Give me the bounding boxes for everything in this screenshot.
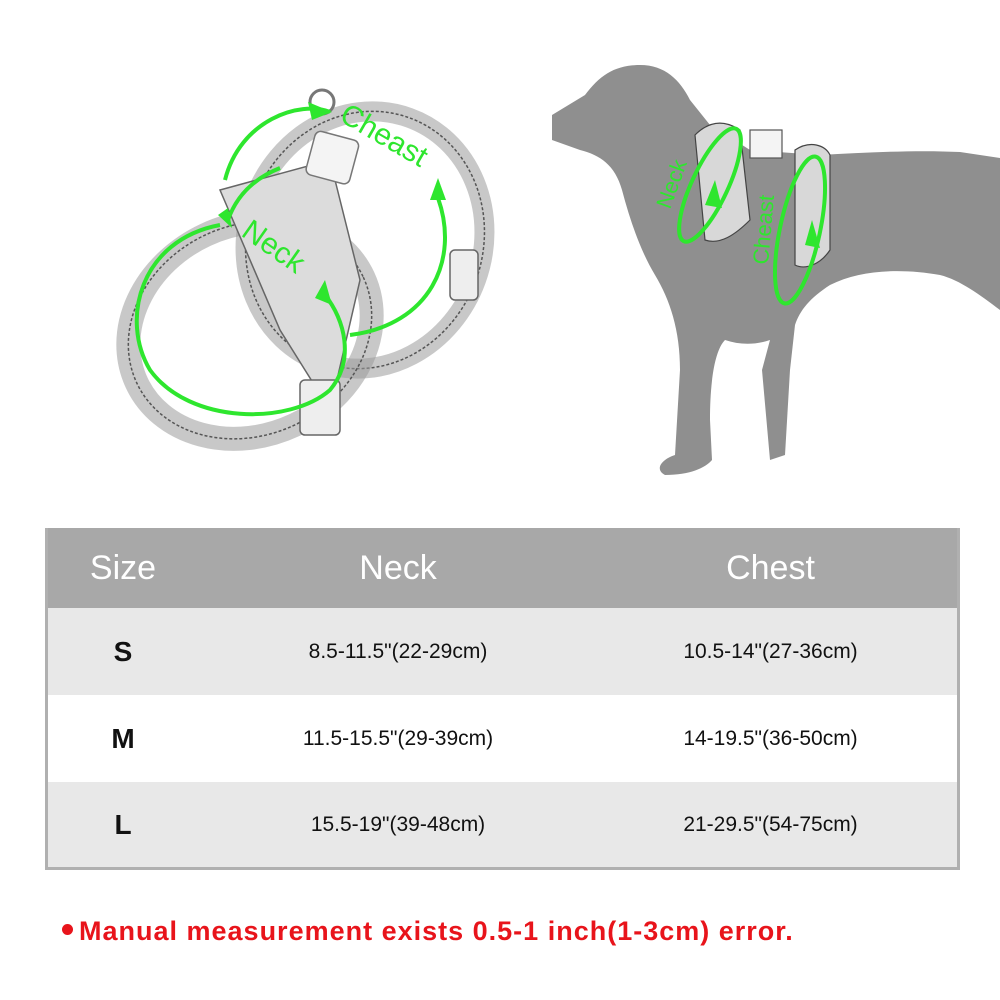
size-cell: S bbox=[113, 635, 133, 667]
arrowhead-icon bbox=[218, 208, 232, 228]
table-header: Size Neck Chest bbox=[48, 528, 957, 608]
measurement-note-text: Manual measurement exists 0.5-1 inch(1-3… bbox=[79, 916, 794, 946]
size-cell: M bbox=[111, 722, 135, 754]
size-table: Size Neck Chest S 8.5-11.5"(22-29cm) 10.… bbox=[45, 528, 960, 870]
dog-chest-measure-arrow bbox=[772, 154, 828, 306]
arrowhead-icon bbox=[315, 280, 332, 305]
measurement-note: Manual measurement exists 0.5-1 inch(1-3… bbox=[62, 916, 794, 947]
dog-neck-measure-arrow bbox=[677, 126, 743, 244]
bullet-icon bbox=[62, 924, 73, 936]
dog-chest-label: Cheast bbox=[748, 194, 779, 266]
chest-cell: 21-29.5"(54-75cm) bbox=[683, 812, 858, 836]
neck-measure-arrow bbox=[134, 166, 347, 417]
table-row: L 15.5-19"(39-48cm) 21-29.5"(54-75cm) bbox=[48, 782, 957, 867]
chest-cell: 10.5-14"(27-36cm) bbox=[683, 639, 858, 663]
header-neck: Neck bbox=[359, 548, 437, 587]
table-row: S 8.5-11.5"(22-29cm) 10.5-14"(27-36cm) bbox=[48, 608, 957, 695]
neck-cell: 8.5-11.5"(22-29cm) bbox=[308, 639, 488, 663]
arrowhead-icon bbox=[308, 102, 332, 120]
arrowhead-icon bbox=[430, 178, 446, 200]
dog-diagram: Neck Cheast bbox=[552, 65, 1000, 475]
neck-cell: 11.5-15.5"(29-39cm) bbox=[302, 726, 494, 750]
neck-cell: 15.5-19"(39-48cm) bbox=[310, 812, 486, 836]
harness-diagram: Neck Cheast bbox=[116, 88, 495, 451]
harness-clip bbox=[305, 130, 360, 185]
table-row: M 11.5-15.5"(29-39cm) 14-19.5"(36-50cm) bbox=[48, 695, 957, 782]
header-chest: Chest bbox=[726, 548, 815, 587]
chest-cell: 14-19.5"(36-50cm) bbox=[683, 726, 858, 750]
header-size: Size bbox=[89, 548, 157, 587]
size-cell: L bbox=[114, 808, 132, 840]
